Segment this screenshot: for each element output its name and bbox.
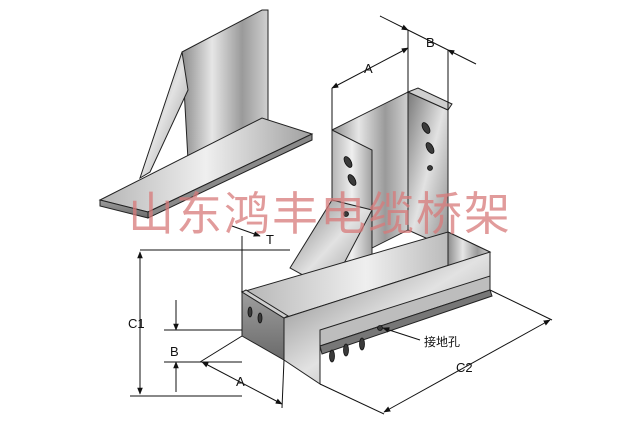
dimension-lines <box>130 15 553 415</box>
cover-piece <box>98 9 314 219</box>
label-b-left: B <box>170 344 179 359</box>
label-ground-hole: 接地孔 <box>424 334 460 349</box>
label-a-top: A <box>364 61 373 76</box>
label-a-bottom: A <box>236 374 245 389</box>
slot-holes <box>247 122 435 363</box>
label-c1: C1 <box>128 316 145 331</box>
label-t: T <box>266 232 274 247</box>
watermark-text: 山东鸿丰电缆桥架 <box>128 187 512 241</box>
label-c2: C2 <box>456 360 473 375</box>
label-b-top: B <box>426 35 435 50</box>
